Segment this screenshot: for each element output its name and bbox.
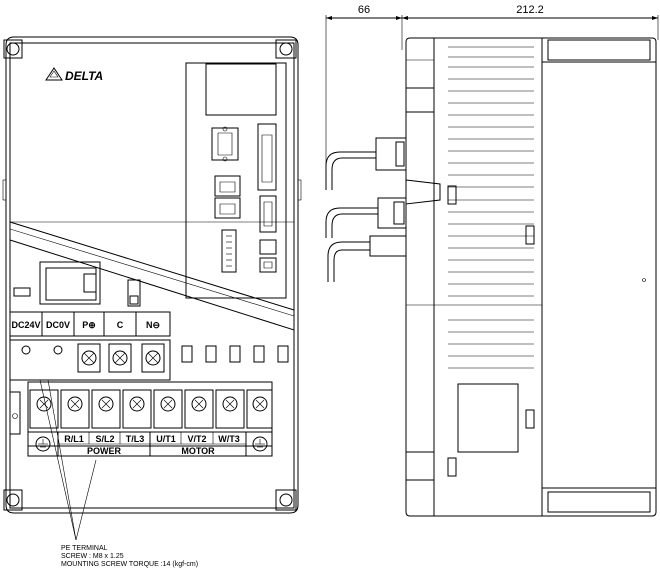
group-power-label: POWER: [87, 446, 122, 456]
cable-connectors: [325, 137, 441, 282]
terminal-u-t1: U/T1: [156, 434, 176, 444]
terminal-n: N⊖: [146, 320, 160, 330]
terminal-w-t3: W/T3: [218, 434, 240, 444]
brand-logo-text: DELTA: [65, 69, 103, 83]
pe-terminal-screw-note: SCREW : M8 x 1.25: [61, 553, 124, 560]
front-view: DELTA: [2, 36, 302, 541]
pin-strip: [226, 235, 232, 267]
pe-terminal-torque-note: MOUNTING SCREW TORQUE :14 (kgf-cm): [61, 561, 199, 568]
mounting-hole-icon: [3, 39, 297, 511]
terminal-s-l2: S/L2: [95, 434, 114, 444]
ground-icon: [35, 436, 268, 452]
terminal-dc0v: DC0V: [46, 320, 70, 330]
terminal-dc24v: DC24V: [11, 320, 40, 330]
delta-logo: DELTA: [45, 67, 103, 83]
control-panel: [185, 62, 287, 299]
vent-grille-side: [448, 46, 534, 369]
terminal-v-t2: V/T2: [187, 434, 206, 444]
vent-slots-front: [181, 345, 289, 363]
pe-terminal-note: PE TERMINAL: [61, 545, 108, 552]
upper-screw-row: [9, 339, 171, 381]
terminal-p: P⊕: [82, 320, 96, 330]
side-view: 66 212.2: [325, 4, 659, 517]
terminal-t-l3: T/L3: [126, 434, 145, 444]
dimension-front-depth: 66: [358, 4, 370, 16]
dimension-rear-depth: 212.2: [516, 4, 544, 16]
terminal-r-l1: R/L1: [64, 434, 84, 444]
upper-terminal-block: DC24V DC0V P⊕ C N⊖: [9, 311, 171, 337]
group-motor-label: MOTOR: [181, 446, 215, 456]
lower-terminal-block: R/L1 S/L2 T/L3 U/T1 V/T2 W/T3 POWER MOTO…: [27, 381, 273, 457]
terminal-c: C: [117, 320, 124, 330]
display-window: [13, 261, 101, 305]
